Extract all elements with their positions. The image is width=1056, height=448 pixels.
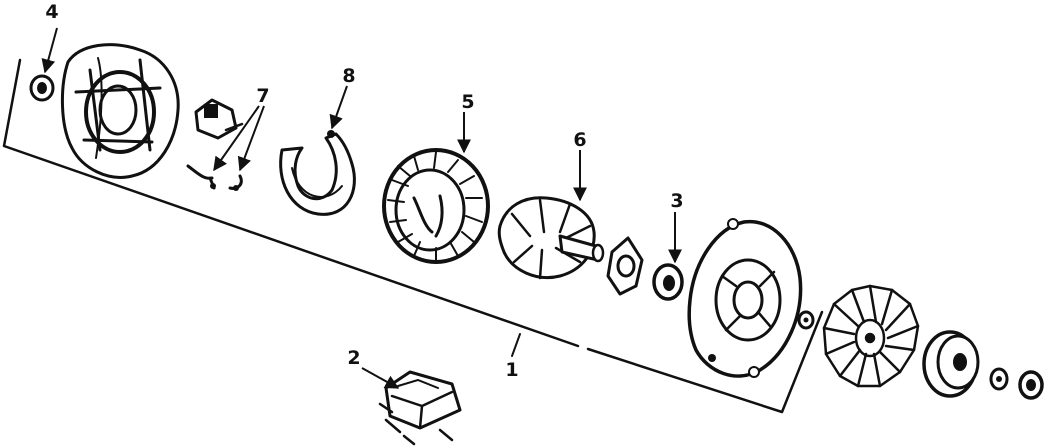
callout-8: 8	[342, 65, 355, 87]
regulator-part-2	[378, 370, 462, 446]
callout-5: 5	[461, 91, 474, 113]
stator-part-5	[382, 148, 490, 264]
callout-7: 7	[256, 85, 269, 107]
pulley	[922, 330, 980, 398]
callout-1: 1	[505, 359, 518, 381]
brush-holder	[194, 98, 244, 140]
pulley-nut	[1018, 370, 1044, 400]
washer	[797, 310, 815, 330]
rotor-part-6	[497, 196, 605, 280]
callout-3: 3	[670, 190, 683, 212]
gasket-part-8	[279, 130, 356, 216]
bearing-retainer-plate	[606, 236, 644, 296]
front-housing	[687, 218, 803, 378]
screws-part-7	[186, 164, 243, 191]
nut-part-4	[29, 74, 55, 102]
callout-6: 6	[573, 129, 586, 151]
pulley-washer	[989, 367, 1009, 391]
assembly-bracket	[2, 58, 824, 414]
callout-4: 4	[45, 1, 58, 23]
bearing-part-3	[652, 263, 684, 301]
callout-2: 2	[347, 347, 360, 369]
leader-lines	[41, 27, 682, 389]
fan	[822, 284, 920, 388]
rear-housing	[60, 43, 180, 179]
